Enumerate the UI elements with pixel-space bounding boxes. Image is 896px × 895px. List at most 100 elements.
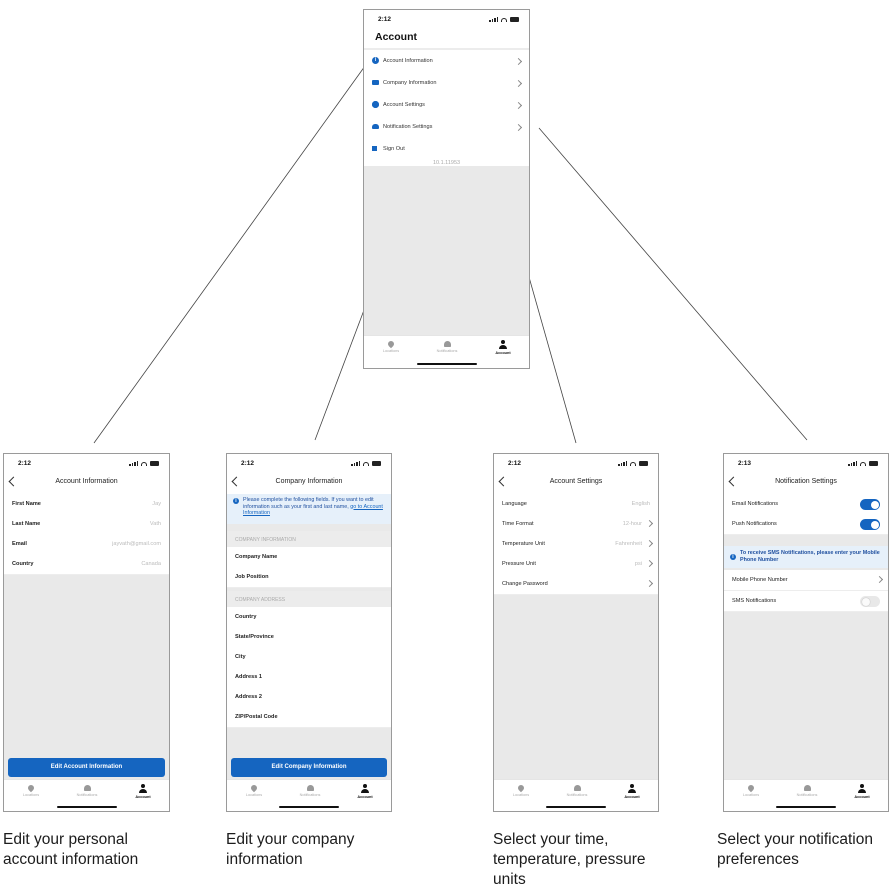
bell-icon bbox=[573, 785, 581, 791]
row-change-password[interactable]: Change Password bbox=[494, 574, 658, 595]
company-information-screen: 2:12 Company Information i Please comple… bbox=[226, 453, 392, 812]
row-address-1[interactable]: Address 1 bbox=[227, 667, 391, 688]
screen-title: Notification Settings bbox=[775, 478, 837, 485]
connector-notification-settings bbox=[538, 127, 808, 441]
go-to-account-information-link[interactable]: go to Account Information bbox=[243, 503, 383, 517]
row-job-position[interactable]: Job Position bbox=[227, 567, 391, 588]
bell-icon bbox=[443, 341, 451, 347]
chevron-right-icon bbox=[514, 101, 523, 110]
menu-item-account-settings[interactable]: Account Settings bbox=[364, 94, 529, 117]
tab-locations[interactable]: Locations bbox=[501, 783, 541, 797]
battery-icon bbox=[639, 461, 648, 466]
tab-account[interactable]: Account bbox=[345, 784, 385, 799]
bell-icon bbox=[803, 785, 811, 791]
person-icon bbox=[139, 784, 147, 793]
home-indicator bbox=[416, 363, 477, 365]
wifi-icon bbox=[860, 461, 866, 466]
chevron-right-icon bbox=[514, 79, 523, 88]
wifi-icon bbox=[141, 461, 147, 466]
sms-info-banner: i To receive SMS Notifications, please e… bbox=[724, 546, 888, 568]
location-pin-icon bbox=[386, 339, 396, 349]
tab-notifications[interactable]: Notifications bbox=[290, 784, 330, 797]
chevron-right-icon bbox=[514, 57, 523, 66]
status-time: 2:12 bbox=[378, 16, 392, 23]
status-icons bbox=[848, 461, 878, 466]
person-icon bbox=[858, 784, 866, 793]
signal-icon bbox=[848, 461, 857, 466]
menu-item-sign-out[interactable]: Sign Out bbox=[364, 138, 529, 160]
tab-account[interactable]: Account bbox=[842, 784, 882, 799]
signal-icon bbox=[489, 17, 498, 22]
row-address-2[interactable]: Address 2 bbox=[227, 687, 391, 708]
caption-account-information: Edit your personal account information bbox=[3, 831, 139, 868]
row-zip-postal-code[interactable]: ZIP/Postal Code bbox=[227, 707, 391, 728]
tab-notifications[interactable]: Notifications bbox=[787, 784, 827, 797]
screen-title: Company Information bbox=[275, 478, 343, 485]
email-notifications-toggle[interactable] bbox=[860, 499, 880, 510]
status-icons bbox=[489, 17, 519, 22]
sign-out-icon bbox=[372, 146, 377, 151]
wifi-icon bbox=[630, 461, 636, 466]
location-pin-icon bbox=[516, 783, 526, 793]
tab-locations[interactable]: Locations bbox=[11, 783, 51, 797]
home-indicator bbox=[56, 806, 117, 808]
tab-locations[interactable]: Locations bbox=[371, 339, 411, 353]
info-icon: i bbox=[233, 498, 239, 504]
chevron-right-icon bbox=[514, 123, 523, 132]
row-sms-notifications: SMS Notifications bbox=[724, 591, 888, 612]
chevron-right-icon bbox=[645, 539, 654, 548]
section-header: COMPANY ADDRESS bbox=[227, 591, 391, 607]
menu-item-account-information[interactable]: i Account Information bbox=[364, 50, 529, 73]
home-indicator bbox=[546, 806, 606, 808]
tab-notifications[interactable]: Notifications bbox=[427, 340, 467, 353]
menu-item-notification-settings[interactable]: Notification Settings bbox=[364, 116, 529, 139]
tab-account[interactable]: Account bbox=[612, 784, 652, 799]
signal-icon bbox=[129, 461, 138, 466]
tab-notifications[interactable]: Notifications bbox=[67, 784, 107, 797]
row-city[interactable]: City bbox=[227, 647, 391, 668]
row-email-notifications: Email Notifications bbox=[724, 494, 888, 515]
signal-icon bbox=[351, 461, 360, 466]
home-indicator bbox=[776, 806, 836, 808]
push-notifications-toggle[interactable] bbox=[860, 519, 880, 530]
status-icons bbox=[351, 461, 381, 466]
person-icon bbox=[361, 784, 369, 793]
tab-locations[interactable]: Locations bbox=[731, 783, 771, 797]
connector-account-info bbox=[93, 65, 366, 444]
chevron-right-icon bbox=[645, 559, 654, 568]
row-mobile-phone-number[interactable]: Mobile Phone Number bbox=[724, 570, 888, 591]
battery-icon bbox=[150, 461, 159, 466]
sms-notifications-toggle[interactable] bbox=[860, 596, 880, 607]
caption-notification-settings: Select your notification preferences bbox=[717, 831, 873, 868]
info-banner: i Please complete the following fields. … bbox=[227, 494, 391, 524]
battery-icon bbox=[869, 461, 878, 466]
edit-company-information-button[interactable]: Edit Company Information bbox=[231, 758, 387, 777]
tab-account[interactable]: Account bbox=[123, 784, 163, 799]
wifi-icon bbox=[501, 17, 507, 22]
edit-account-information-button[interactable]: Edit Account Information bbox=[8, 758, 165, 777]
battery-icon bbox=[372, 461, 381, 466]
location-pin-icon bbox=[746, 783, 756, 793]
caption-company-information: Edit your company information bbox=[226, 831, 355, 868]
status-time: 2:13 bbox=[738, 460, 752, 467]
tab-locations[interactable]: Locations bbox=[234, 783, 274, 797]
row-country[interactable]: Country bbox=[227, 607, 391, 628]
tab-notifications[interactable]: Notifications bbox=[557, 784, 597, 797]
menu-item-company-information[interactable]: Company Information bbox=[364, 72, 529, 95]
home-indicator bbox=[279, 806, 339, 808]
chevron-right-icon bbox=[645, 579, 654, 588]
info-icon: i bbox=[730, 554, 736, 560]
battery-icon bbox=[510, 17, 519, 22]
row-company-name[interactable]: Company Name bbox=[227, 547, 391, 568]
info-icon: i bbox=[372, 57, 379, 64]
row-state-province[interactable]: State/Province bbox=[227, 627, 391, 648]
tab-bar: Locations Notifications Account bbox=[494, 779, 658, 811]
tab-account[interactable]: Account bbox=[483, 340, 523, 355]
